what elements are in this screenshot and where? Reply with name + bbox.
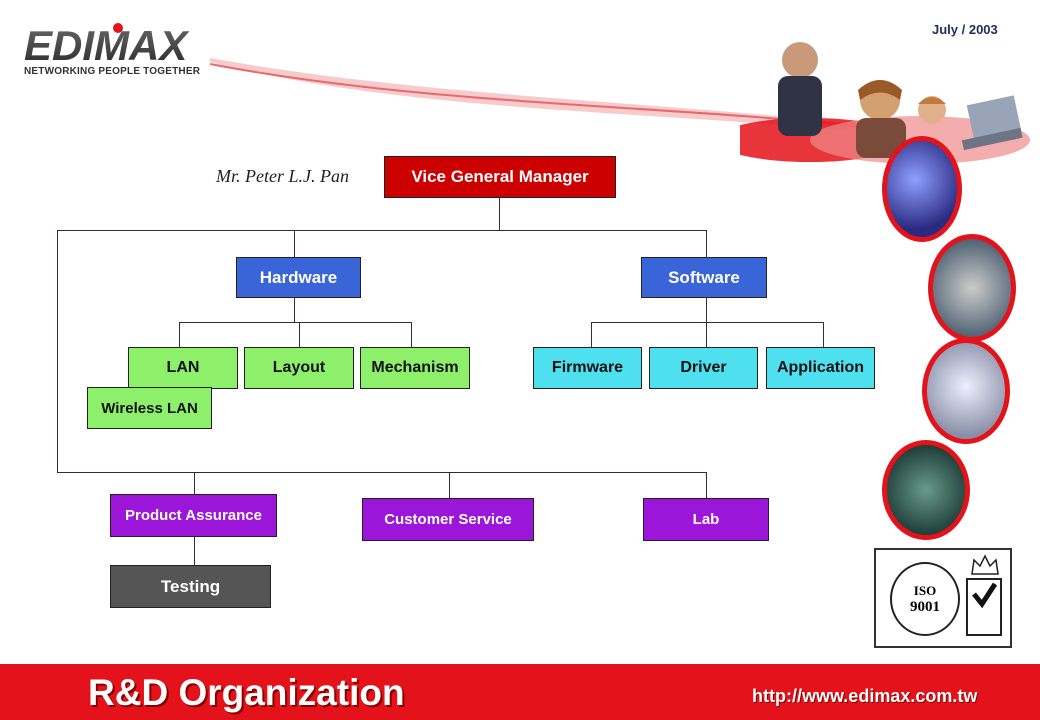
connector: [194, 536, 195, 565]
connector: [706, 297, 707, 322]
connector: [294, 230, 295, 258]
node-mechanism: Mechanism: [360, 347, 470, 389]
iso-seal: ISO 9001: [890, 562, 960, 636]
node-application: Application: [766, 347, 875, 389]
connector: [194, 472, 195, 494]
node-driver: Driver: [649, 347, 758, 389]
connector: [299, 322, 300, 347]
node-firmware: Firmware: [533, 347, 642, 389]
node-lab: Lab: [643, 498, 769, 541]
edimax-logo-mark: EDIMAX: [24, 22, 190, 69]
node-vice-general-manager: Vice General Manager: [384, 156, 616, 198]
circle-image-cables: [882, 136, 962, 242]
connector: [823, 322, 824, 347]
connector: [57, 472, 707, 473]
node-layout: Layout: [244, 347, 354, 389]
node-testing: Testing: [110, 565, 271, 608]
connector: [499, 197, 500, 230]
footer-bar: [0, 664, 1040, 720]
check-icon: [972, 582, 998, 609]
connector: [411, 322, 412, 347]
connector: [179, 322, 412, 323]
node-wireless-lan: Wireless LAN: [87, 387, 212, 429]
circle-image-circuit-board: [882, 440, 970, 540]
manager-name: Mr. Peter L.J. Pan: [216, 166, 349, 186]
header-swoosh: [209, 58, 880, 130]
connector: [57, 230, 58, 472]
accreditation-mark: [966, 578, 1002, 636]
connector: [294, 297, 295, 322]
node-customer-service: Customer Service: [362, 498, 534, 541]
slide-title: R&D Organization: [88, 672, 405, 713]
connector: [57, 230, 707, 231]
connector: [591, 322, 824, 323]
connector: [449, 472, 450, 498]
node-software: Software: [641, 257, 767, 298]
iso-label: ISO: [913, 582, 937, 598]
crown-icon: [971, 554, 999, 575]
header-date: July / 2003: [932, 22, 998, 37]
node-hardware: Hardware: [236, 257, 361, 298]
edimax-logo: EDIMAX NETWORKING PEOPLE TOGETHER: [22, 22, 212, 86]
node-product-assurance: Product Assurance: [110, 494, 277, 537]
logo-dot: [113, 23, 123, 33]
iso-number: 9001: [910, 598, 940, 615]
connector: [591, 322, 592, 347]
connector: [706, 230, 707, 258]
connector: [706, 472, 707, 498]
connector: [706, 322, 707, 347]
logo-tagline: NETWORKING PEOPLE TOGETHER: [24, 66, 201, 77]
website-url[interactable]: http://www.edimax.com.tw: [752, 686, 978, 706]
node-lan: LAN: [128, 347, 238, 389]
circle-image-computer: [922, 338, 1010, 444]
connector: [179, 322, 180, 347]
circle-image-connectors: [928, 234, 1016, 342]
iso-certification-badge: ISO 9001: [874, 548, 1012, 648]
logo-wordmark: EDIMAX: [24, 22, 190, 66]
